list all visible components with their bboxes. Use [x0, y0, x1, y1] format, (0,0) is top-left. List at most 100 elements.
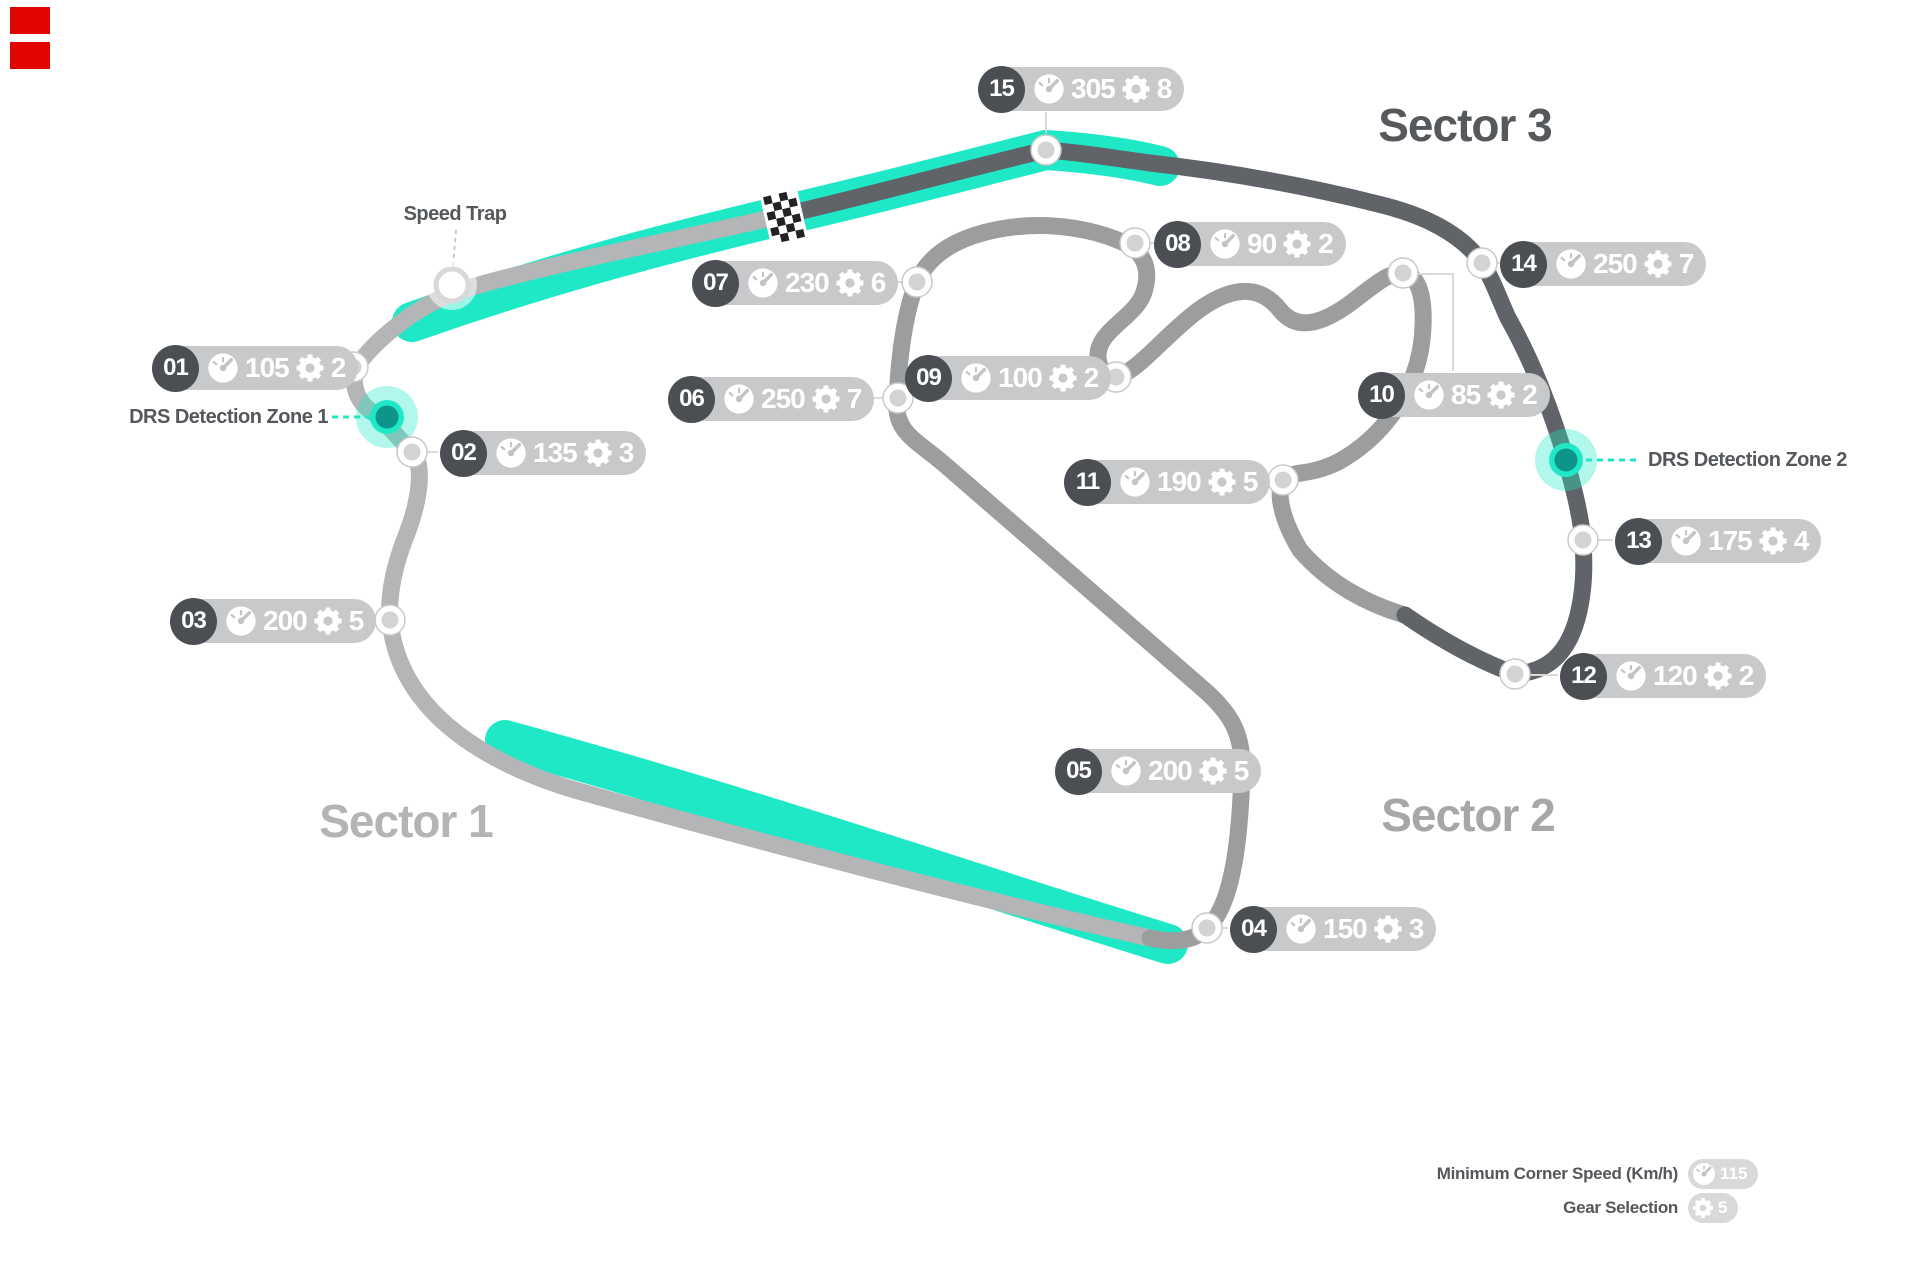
- sector-1-label: Sector 1: [319, 795, 494, 847]
- corner-gear: 3: [618, 437, 635, 468]
- speed-trap-marker: [427, 260, 477, 310]
- speedometer-icon: [1615, 660, 1647, 692]
- gear-icon: [583, 438, 613, 468]
- speed-trap-label: Speed Trap: [403, 203, 507, 225]
- corner-badge-09: 09 100 2: [905, 354, 1112, 402]
- legend-speed-label: Minimum Corner Speed (Km/h): [1436, 1164, 1679, 1183]
- corner-speed: 200: [263, 605, 308, 636]
- drs-zone-2-label: DRS Detection Zone 2: [1648, 449, 1847, 471]
- corner-number: 11: [1064, 458, 1111, 506]
- corner-badge-10: 10 85 2: [1358, 371, 1550, 419]
- speedometer-icon: [495, 437, 527, 469]
- corner-gear: 5: [1233, 755, 1250, 786]
- turn-marker-11: [1267, 464, 1299, 496]
- drs-detection-marker-2: [1535, 429, 1597, 491]
- turn-marker-13: [1567, 524, 1599, 556]
- turn-marker-14: [1466, 247, 1498, 279]
- corner-badge-08: 08 90 2: [1154, 220, 1346, 268]
- corner-gear: 6: [870, 267, 887, 298]
- track-sector-2: [888, 217, 1432, 950]
- track-sector-3: [775, 141, 1593, 683]
- corner-gear: 4: [1793, 525, 1810, 556]
- corner-gear: 5: [1242, 466, 1259, 497]
- corner-speed: 250: [761, 383, 806, 414]
- speedometer-icon: [225, 605, 257, 637]
- sector-3-label: Sector 3: [1378, 99, 1553, 151]
- corner-number: 06: [668, 375, 715, 423]
- corner-number: 03: [170, 597, 217, 645]
- corner-speed: 85: [1451, 379, 1481, 410]
- legend-speed-row: Minimum Corner Speed (Km/h) 115: [1248, 1159, 1759, 1189]
- speedometer-icon: [1692, 1162, 1716, 1186]
- corner-number: 07: [692, 259, 739, 307]
- speedometer-icon: [960, 362, 992, 394]
- speedometer-icon: [1413, 379, 1445, 411]
- corner-number: 12: [1560, 652, 1607, 700]
- corner-number: 02: [440, 429, 487, 477]
- corner-number: 04: [1230, 905, 1277, 953]
- gear-icon: [1207, 467, 1237, 497]
- corner-gear: 7: [1678, 248, 1695, 279]
- gear-icon: [1121, 74, 1151, 104]
- turn-marker-12: [1499, 658, 1531, 690]
- corner-number: 14: [1500, 240, 1547, 288]
- speedometer-icon: [723, 383, 755, 415]
- speedometer-icon: [1119, 466, 1151, 498]
- checkered-flag-icon: [760, 187, 808, 247]
- corner-gear: 2: [1318, 228, 1334, 259]
- gear-icon: [295, 353, 325, 383]
- gear-icon: [811, 384, 841, 414]
- corner-badge-13: 13 175 4: [1615, 517, 1822, 565]
- corner-gear: 2: [1522, 379, 1538, 410]
- legend-gear-pill: 5: [1688, 1193, 1739, 1223]
- corner-speed: 120: [1653, 660, 1698, 691]
- speedometer-icon: [1033, 73, 1065, 105]
- corner-number: 10: [1358, 371, 1405, 419]
- corner-speed: 200: [1148, 755, 1193, 786]
- corner-gear: 2: [1083, 362, 1100, 393]
- corner-speed: 100: [998, 362, 1043, 393]
- corner-speed: 135: [533, 437, 578, 468]
- corner-speed: 90: [1247, 228, 1277, 259]
- gear-icon: [1758, 526, 1788, 556]
- legend-gear-row: Gear Selection 5: [1248, 1193, 1739, 1223]
- speedometer-icon: [747, 267, 779, 299]
- speedometer-icon: [1209, 228, 1241, 260]
- corner-speed: 175: [1708, 525, 1753, 556]
- turn-marker-3: [374, 604, 406, 636]
- corner-gear: 8: [1156, 73, 1173, 104]
- drs-detection-marker-1: [356, 386, 418, 448]
- gear-icon: [1692, 1197, 1714, 1219]
- corner-pill: 135 3: [449, 431, 647, 475]
- corner-number: 01: [152, 344, 199, 392]
- corner-badge-14: 14 250 7: [1500, 240, 1707, 288]
- gear-icon: [1486, 380, 1516, 410]
- gear-icon: [1048, 363, 1078, 393]
- corner-speed: 105: [245, 352, 290, 383]
- corner-number: 13: [1615, 517, 1662, 565]
- corner-speed: 250: [1593, 248, 1638, 279]
- corner-badge-02: 02 135 3: [440, 429, 647, 477]
- gear-icon: [1373, 914, 1403, 944]
- corner-number: 09: [905, 354, 952, 402]
- brand-mark-top: [10, 7, 50, 34]
- corner-number: 08: [1154, 220, 1201, 268]
- legend-speed-value: 115: [1720, 1164, 1748, 1183]
- drs-zone-1-label: DRS Detection Zone 1: [129, 406, 328, 428]
- turn-marker-7: [901, 266, 933, 298]
- gear-icon: [835, 268, 865, 298]
- turn-marker-2: [396, 436, 428, 468]
- brand-mark-bottom: [10, 42, 50, 69]
- legend-gear-label: Gear Selection: [1563, 1198, 1678, 1217]
- turn-marker-10: [1387, 257, 1419, 289]
- corner-gear: 3: [1408, 913, 1425, 944]
- corner-speed: 150: [1323, 913, 1368, 944]
